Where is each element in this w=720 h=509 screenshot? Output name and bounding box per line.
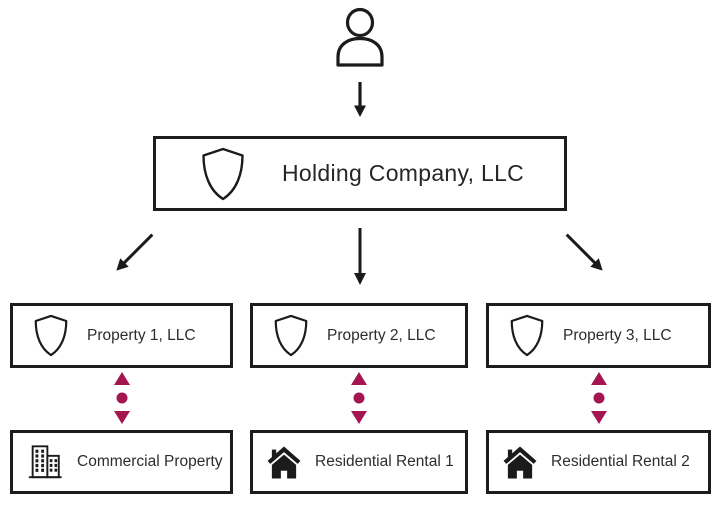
property-2-llc-label: Property 2, LLC bbox=[327, 326, 436, 344]
property-1-llc-label: Property 1, LLC bbox=[87, 326, 196, 344]
office-building-icon bbox=[26, 442, 64, 482]
shield-icon bbox=[33, 313, 69, 358]
house-icon bbox=[502, 440, 538, 485]
property-1-llc-box: Property 1, LLC bbox=[10, 303, 233, 368]
arrow-down-right-icon bbox=[561, 229, 609, 277]
residential-rental-2-label: Residential Rental 2 bbox=[551, 453, 690, 470]
property-3-llc-box: Property 3, LLC bbox=[486, 303, 711, 368]
double-arrow-connector-icon bbox=[590, 372, 608, 424]
double-arrow-connector-icon bbox=[113, 372, 131, 424]
arrow-down-icon bbox=[352, 82, 368, 118]
property-3-llc-label: Property 3, LLC bbox=[563, 326, 672, 344]
arrow-down-icon bbox=[352, 228, 368, 286]
property-2-llc-box: Property 2, LLC bbox=[250, 303, 468, 368]
house-icon bbox=[266, 440, 302, 485]
commercial-property-box: Commercial Property bbox=[10, 430, 233, 494]
shield-icon bbox=[509, 313, 545, 358]
shield-icon bbox=[273, 313, 309, 358]
commercial-property-label: Commercial Property bbox=[77, 453, 223, 470]
residential-rental-1-label: Residential Rental 1 bbox=[315, 453, 454, 470]
double-arrow-connector-icon bbox=[350, 372, 368, 424]
person-icon bbox=[330, 7, 390, 69]
holding-company-box: Holding Company, LLC bbox=[153, 136, 567, 211]
arrow-down-left-icon bbox=[110, 229, 158, 277]
residential-rental-2-box: Residential Rental 2 bbox=[486, 430, 711, 494]
residential-rental-1-box: Residential Rental 1 bbox=[250, 430, 468, 494]
shield-icon bbox=[200, 146, 246, 202]
holding-company-label: Holding Company, LLC bbox=[282, 160, 525, 186]
